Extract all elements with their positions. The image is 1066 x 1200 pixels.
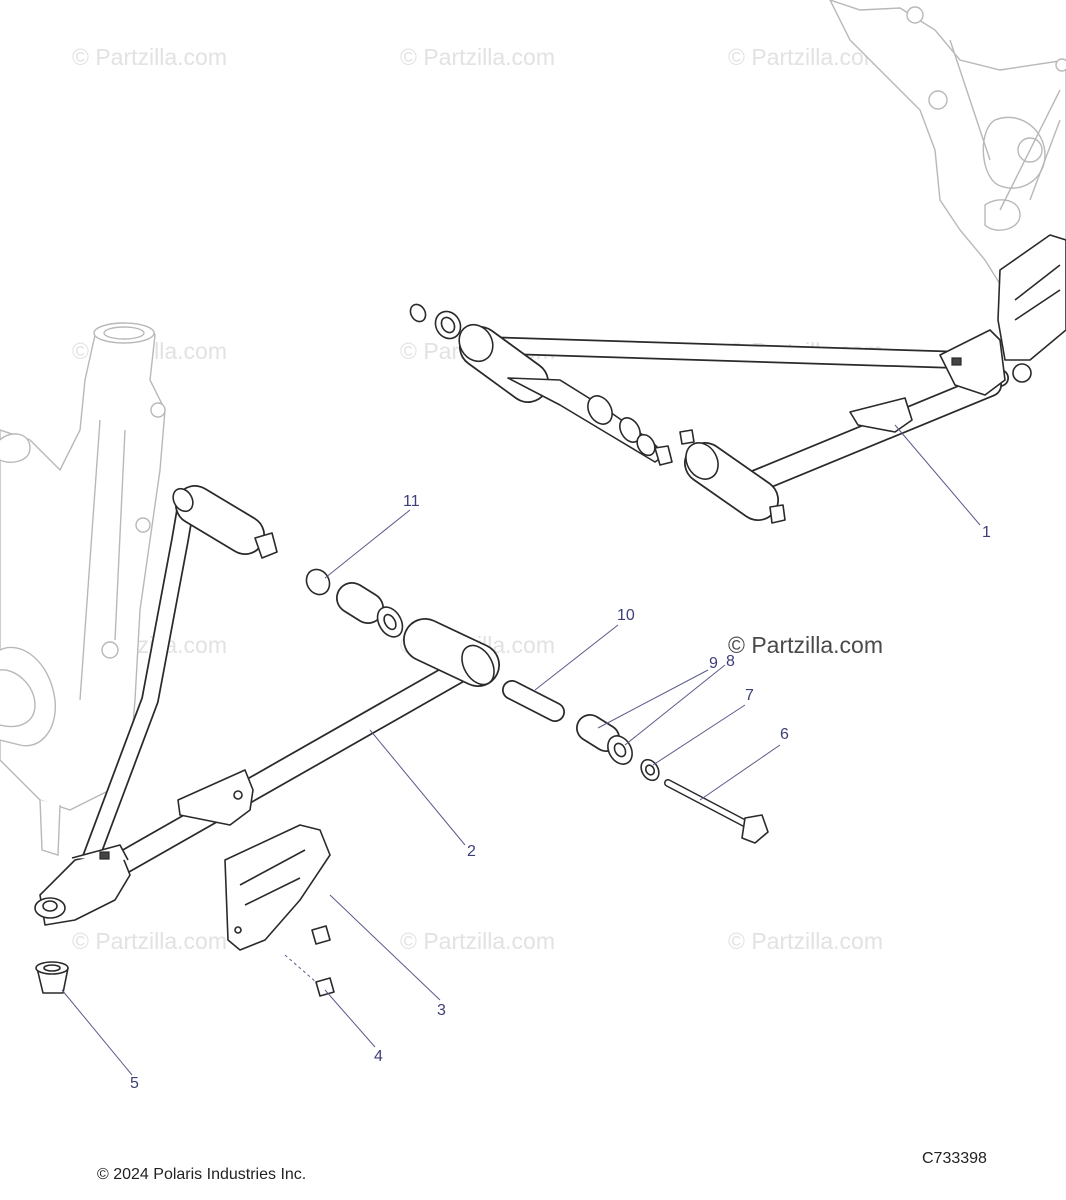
lower-hardware — [305, 568, 769, 844]
watermark: © Partzilla.com — [72, 928, 227, 954]
drawing-number: C733398 — [922, 1150, 987, 1167]
callout-6[interactable]: 6 — [780, 726, 789, 743]
watermark-prominent: © Partzilla.com — [728, 632, 883, 658]
ghost-knuckle-left — [0, 322, 166, 856]
ghost-knuckle-right — [829, 0, 1066, 311]
callout-5[interactable]: 5 — [130, 1075, 139, 1092]
callout-4[interactable]: 4 — [374, 1048, 383, 1065]
watermark: © Partzilla.com — [728, 928, 883, 954]
watermark: © Partzilla.com — [400, 928, 555, 954]
skid-plate — [224, 824, 335, 997]
callout-9[interactable]: 9 — [709, 655, 718, 672]
bushing-5 — [35, 961, 69, 994]
watermark: © Partzilla.com — [728, 44, 883, 70]
copyright-notice: © 2024 Polaris Industries Inc. — [97, 1166, 307, 1183]
callout-8[interactable]: 8 — [726, 653, 735, 670]
callout-10[interactable]: 10 — [617, 607, 635, 624]
leader-lines — [61, 424, 981, 1076]
callout-3[interactable]: 3 — [437, 1002, 446, 1019]
callout-7[interactable]: 7 — [745, 687, 754, 704]
watermark: © Partzilla.com — [72, 44, 227, 70]
callout-11[interactable]: 11 — [403, 493, 420, 510]
lower-a-arm — [34, 485, 500, 926]
callout-1[interactable]: 1 — [982, 524, 991, 541]
callout-2[interactable]: 2 — [467, 843, 476, 860]
upper-a-arm — [409, 234, 1066, 524]
watermark: © Partzilla.com — [400, 44, 555, 70]
